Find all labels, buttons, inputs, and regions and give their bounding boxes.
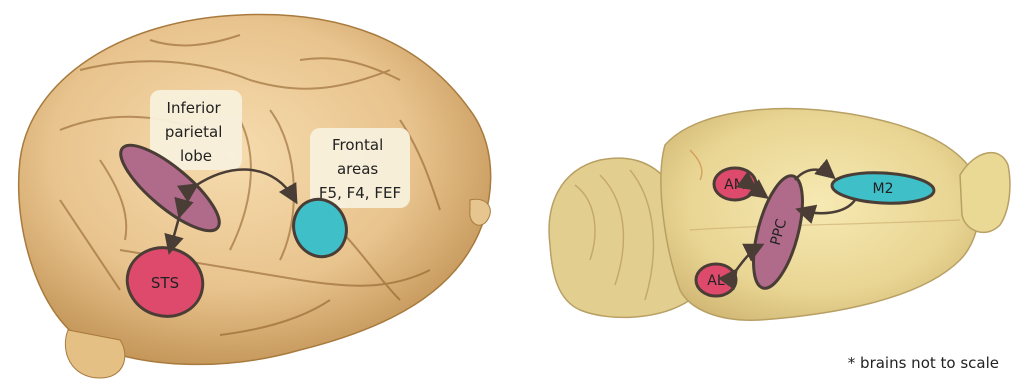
- ipl-label-line3: lobe: [180, 147, 212, 165]
- ipl-label-line1: Inferior: [167, 99, 222, 117]
- al-label: AL: [707, 273, 725, 289]
- m2-label: M2: [873, 181, 894, 197]
- frontal-label-line3: F5, F4, FEF: [319, 184, 401, 202]
- frontal-label-line1: Frontal: [332, 136, 383, 154]
- monkey-olfactory: [470, 199, 491, 225]
- scale-footnote: * brains not to scale: [848, 354, 999, 372]
- mouse-olfactory-bulb: [960, 153, 1010, 233]
- ipl-label-line2: parietal: [165, 123, 223, 141]
- am-label: AM: [724, 177, 746, 193]
- monkey-brain: Inferior parietal lobe Frontal areas F5,…: [19, 14, 491, 378]
- mouse-brain: PPC AM AL M2: [549, 109, 1010, 321]
- sts-label: STS: [151, 274, 179, 292]
- frontal-label-line2: areas: [337, 160, 378, 178]
